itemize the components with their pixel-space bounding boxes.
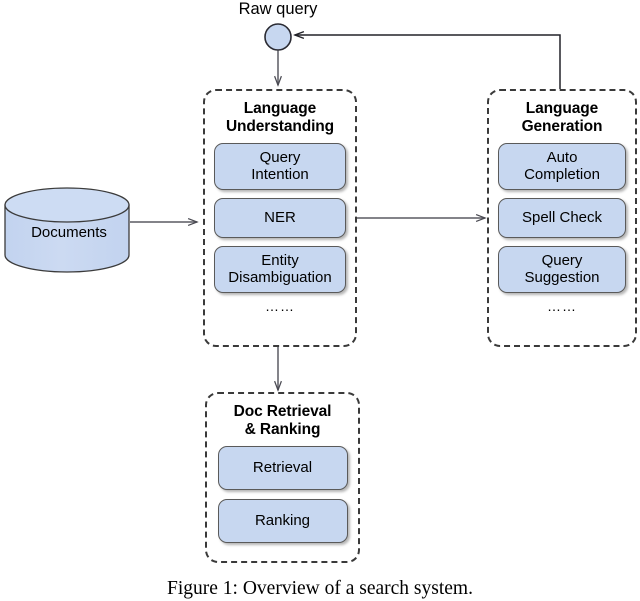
node-retrieval[interactable]: Retrieval: [217, 445, 348, 490]
node-label-line-1: Entity: [261, 251, 299, 269]
node-label-line-2: Intention: [251, 166, 309, 184]
node-label-line-1: Query: [541, 251, 583, 269]
documents-datastore: Documents: [4, 190, 134, 272]
node-ner[interactable]: NER: [214, 197, 346, 238]
node-auto-completion[interactable]: Auto Completion: [498, 142, 626, 190]
node-label-line-1: NER: [264, 208, 296, 226]
group-language-generation: Language Generation Auto Completion Spel…: [487, 89, 637, 347]
node-label-line-1: Retrieval: [252, 458, 313, 476]
node-label-line-1: Query: [259, 148, 301, 166]
title-line-1: Doc Retrieval: [233, 403, 332, 420]
node-label-line-2: Completion: [524, 166, 600, 184]
node-query-suggestion[interactable]: Query Suggestion: [498, 245, 626, 293]
node-label-line-1: Auto: [546, 148, 578, 166]
node-label-line-2: Suggestion: [524, 269, 600, 287]
node-label-line-1: Ranking: [254, 511, 311, 529]
node-entity-disambiguation[interactable]: Entity Disambiguation: [214, 245, 346, 293]
group-language-understanding-title: Language Understanding: [205, 100, 355, 137]
title-line-1: Language: [525, 100, 599, 117]
group-ellipsis: ……: [265, 297, 295, 314]
title-line-2: Generation: [521, 118, 603, 136]
group-language-generation-title: Language Generation: [489, 100, 635, 137]
node-ranking[interactable]: Ranking: [217, 498, 348, 543]
group-doc-retrieval-ranking-title: Doc Retrieval & Ranking: [207, 403, 358, 440]
documents-label: Documents: [31, 224, 107, 241]
title-line-2: Understanding: [225, 118, 335, 136]
raw-query-label: Raw query: [238, 0, 318, 18]
figure-caption: Figure 1: Overview of a search system.: [167, 578, 473, 599]
title-line-2: & Ranking: [244, 421, 321, 439]
node-query-intention[interactable]: Query Intention: [214, 142, 346, 190]
group-language-understanding: Language Understanding Query Intention N…: [203, 89, 357, 347]
title-line-1: Language: [243, 100, 317, 117]
node-spell-check[interactable]: Spell Check: [498, 197, 626, 238]
node-label-line-1: Spell Check: [521, 208, 603, 226]
group-ellipsis: ……: [547, 297, 577, 314]
group-doc-retrieval-ranking: Doc Retrieval & Ranking Retrieval Rankin…: [205, 392, 360, 563]
node-label-line-2: Disambiguation: [228, 269, 332, 287]
edge-lg-to-rawquery: [295, 35, 561, 90]
raw-query-node: [264, 23, 292, 51]
